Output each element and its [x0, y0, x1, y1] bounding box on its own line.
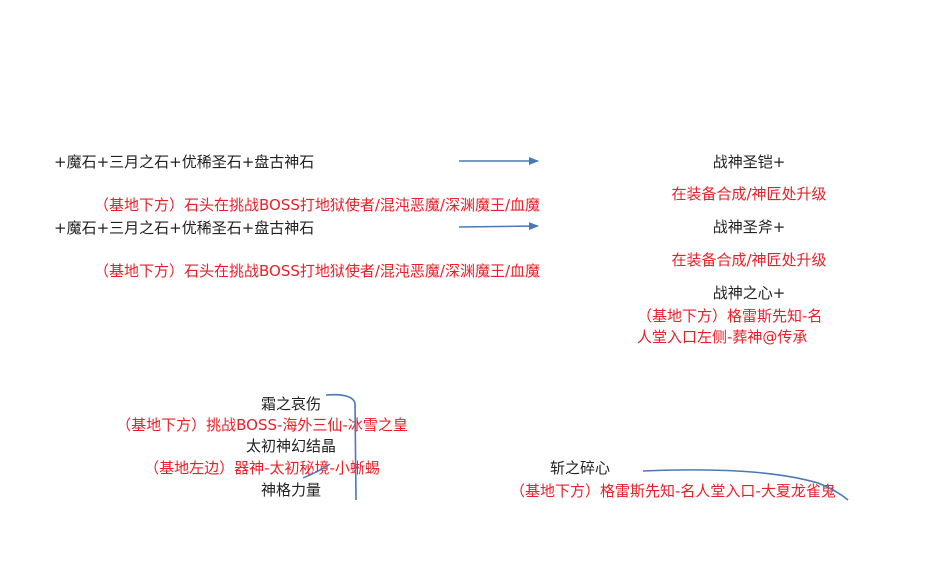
recipe-text-1: +魔石+三月之石+优稀圣石+盘古神石 — [54, 153, 315, 171]
item-power: 神格力量 — [260, 481, 322, 499]
result-heart-note-line2: 人堂入口左侧-葬神@传承 — [637, 328, 808, 346]
recipe-note-1: （基地下方）石头在挑战BOSS打地狱使者/混沌恶魔/深渊魔王/血魔 — [94, 196, 541, 214]
result-heart-note-line1: （基地下方）格雷斯先知-名 — [637, 307, 823, 325]
item-shatter-note: （基地下方）格雷斯先知-名人堂入口-大夏龙雀鬼 — [510, 482, 836, 500]
result-axe: 战神圣斧+ — [712, 218, 786, 236]
arrow-recipe-2-to-axe — [458, 222, 539, 231]
result-armor-note: 在装备合成/神匠处升级 — [671, 185, 827, 203]
result-heart: 战神之心+ — [712, 284, 786, 302]
item-frost: 霜之哀伤 — [260, 395, 322, 413]
item-shatter: 斩之碎心 — [549, 459, 611, 477]
recipe-text-2: +魔石+三月之石+优稀圣石+盘古神石 — [54, 219, 315, 237]
result-axe-note: 在装备合成/神匠处升级 — [671, 251, 827, 269]
recipe-note-2: （基地下方）石头在挑战BOSS打地狱使者/混沌恶魔/深渊魔王/血魔 — [94, 262, 541, 280]
item-frost-note: （基地下方）挑战BOSS-海外三仙-冰雪之皇 — [116, 416, 408, 434]
item-crystal-note: （基地左边）器神-太初秘境-小蜥蜴 — [144, 459, 380, 477]
result-armor: 战神圣铠+ — [712, 153, 786, 171]
item-crystal: 太初神幻结晶 — [245, 437, 337, 455]
